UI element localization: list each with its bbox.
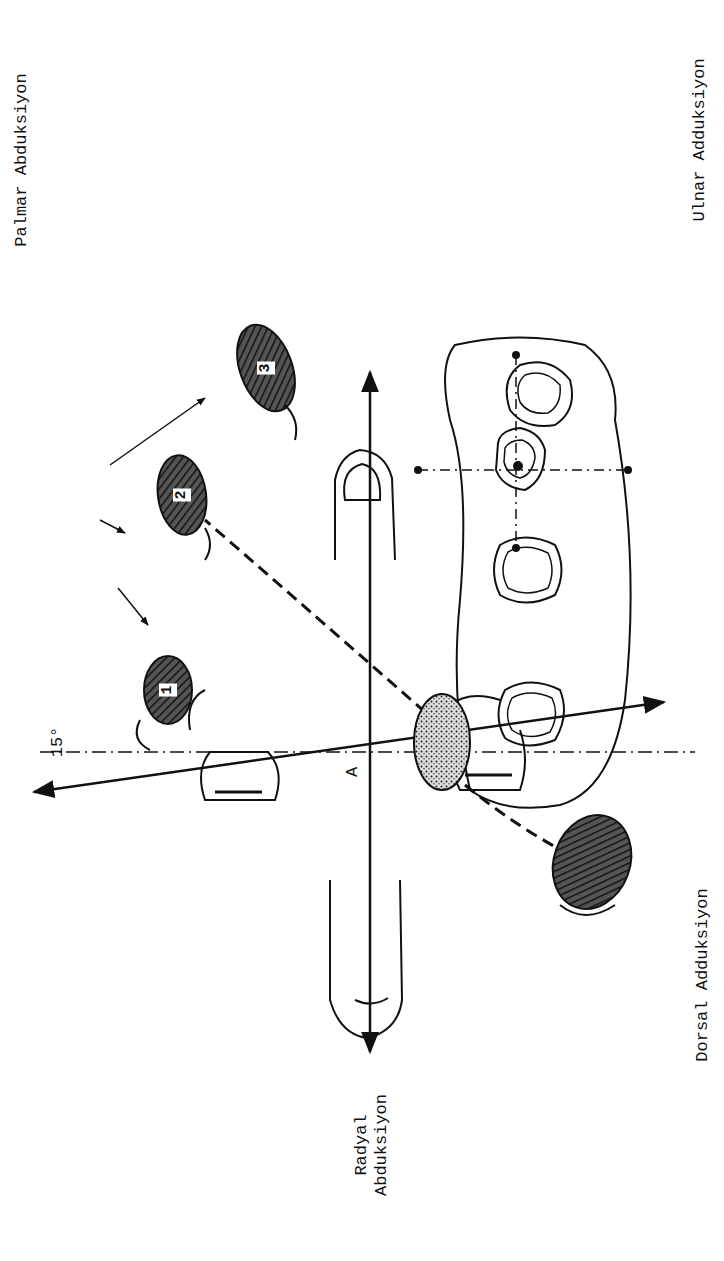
movement-label: Palmar Abduksiyon <box>12 73 32 246</box>
movement-label: Dorsal Adduksiyon <box>693 888 713 1061</box>
angle-label: 15° <box>48 727 68 758</box>
point-label: A <box>343 767 363 777</box>
position-number: 1 <box>159 683 177 696</box>
position-number: 3 <box>257 361 275 374</box>
position-number: 2 <box>173 488 191 501</box>
movement-label: Ulnar Adduksiyon <box>690 58 710 221</box>
movement-label: Radyal Abduksiyon <box>352 1086 393 1204</box>
